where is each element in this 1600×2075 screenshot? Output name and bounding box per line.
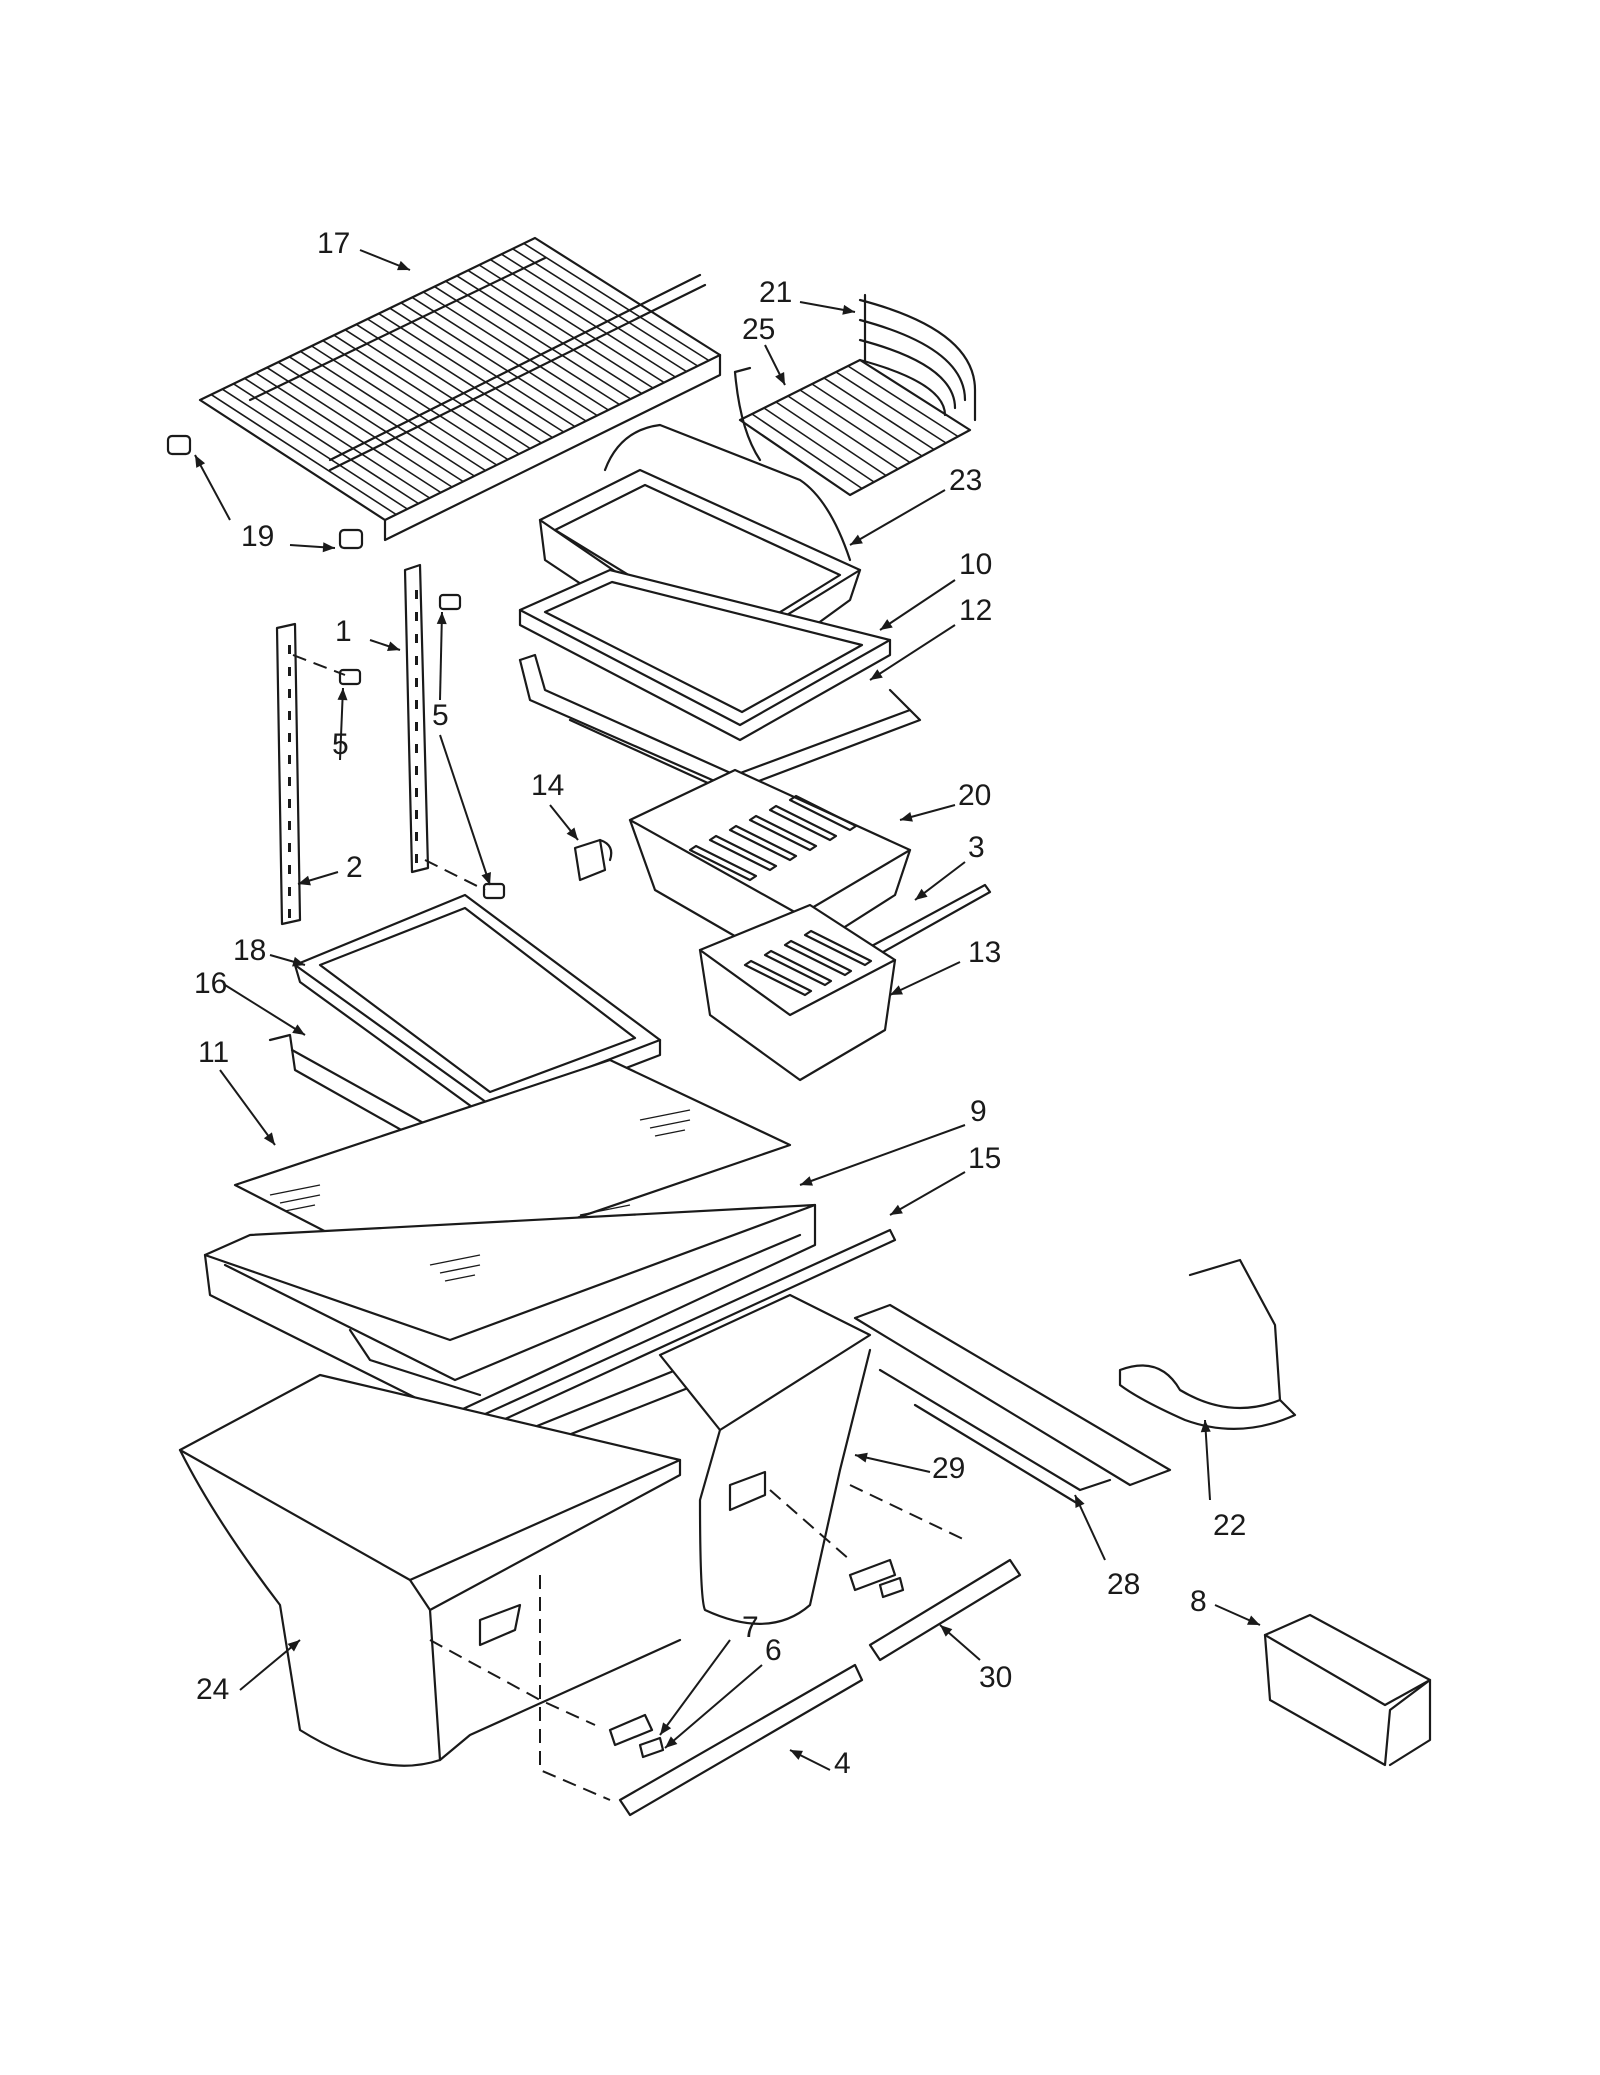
part-24-crisper bbox=[178, 1373, 682, 1767]
part-25-wire-rack bbox=[733, 358, 972, 497]
callout-6: 6 bbox=[765, 1634, 782, 1667]
part-17-wire-shelf bbox=[198, 236, 722, 542]
callout-3: 3 bbox=[968, 831, 985, 864]
callout-13: 13 bbox=[968, 936, 1001, 969]
callout-24: 24 bbox=[196, 1673, 229, 1706]
part-2-rail bbox=[275, 622, 302, 926]
leader-lines bbox=[194, 249, 1261, 1771]
part-30-trim bbox=[868, 1558, 1022, 1662]
callout-18: 18 bbox=[233, 934, 266, 967]
callout-15: 15 bbox=[968, 1142, 1001, 1175]
callout-29: 29 bbox=[932, 1452, 965, 1485]
part-10-cover bbox=[518, 568, 892, 742]
callout-labels: 17 19 21 25 23 10 12 1 5 5 14 20 2 3 18 … bbox=[194, 227, 1246, 1780]
callout-20: 20 bbox=[958, 779, 991, 812]
callout-2: 2 bbox=[346, 851, 363, 884]
part-19-end-caps bbox=[166, 434, 364, 550]
callout-1: 1 bbox=[335, 615, 352, 648]
part-1-rail bbox=[403, 563, 430, 874]
callout-22: 22 bbox=[1213, 1509, 1246, 1542]
callout-7: 7 bbox=[742, 1611, 759, 1644]
part-22-bracket bbox=[1118, 1258, 1297, 1430]
callout-8: 8 bbox=[1190, 1585, 1207, 1618]
part-13-tray bbox=[698, 903, 897, 1082]
part-29-crisper bbox=[658, 1293, 872, 1625]
part-8-door-bin bbox=[1263, 1613, 1432, 1767]
assembly-dashes bbox=[429, 1484, 966, 1801]
part-6-clips bbox=[638, 1576, 905, 1759]
callout-23: 23 bbox=[949, 464, 982, 497]
part-7-clips bbox=[608, 1558, 897, 1747]
callout-10: 10 bbox=[959, 548, 992, 581]
callout-12: 12 bbox=[959, 594, 992, 627]
part-21-basket bbox=[858, 293, 977, 422]
callout-17: 17 bbox=[317, 227, 350, 260]
callout-16: 16 bbox=[194, 967, 227, 1000]
callout-25: 25 bbox=[742, 313, 775, 346]
part-4-trim bbox=[618, 1663, 864, 1817]
callout-19: 19 bbox=[241, 520, 274, 553]
part-14-clip bbox=[573, 838, 613, 882]
callout-9: 9 bbox=[970, 1095, 987, 1128]
callout-5a: 5 bbox=[432, 699, 449, 732]
callout-14: 14 bbox=[531, 769, 564, 802]
callout-30: 30 bbox=[979, 1661, 1012, 1694]
part-5-screws bbox=[292, 593, 506, 900]
callout-5b: 5 bbox=[332, 728, 349, 761]
callout-11: 11 bbox=[198, 1036, 229, 1069]
part-28-slide bbox=[853, 1303, 1172, 1507]
callout-28: 28 bbox=[1107, 1568, 1140, 1601]
callout-21: 21 bbox=[759, 276, 792, 309]
callout-4: 4 bbox=[834, 1747, 851, 1780]
